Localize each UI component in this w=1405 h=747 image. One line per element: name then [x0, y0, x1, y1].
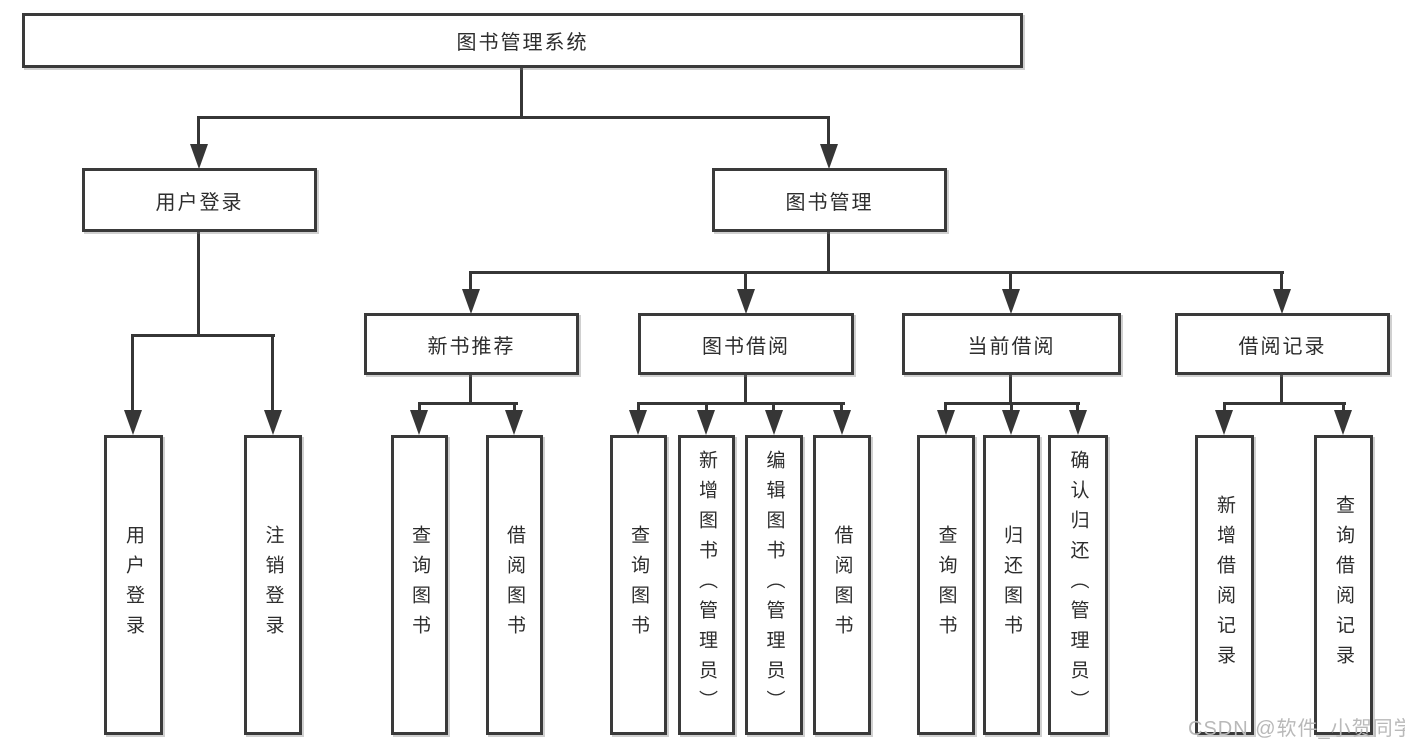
arrow-down-icon	[1215, 410, 1233, 435]
connector-drop	[944, 402, 947, 414]
leaf-label: 注销登录	[262, 525, 284, 645]
leaf-edit-book-admin: 编辑图书（管理员）	[745, 435, 803, 735]
leaf-label: 编辑图书（管理员）	[763, 450, 785, 720]
leaf-label: 归还图书	[1001, 525, 1022, 645]
arrow-down-icon	[765, 410, 783, 435]
connector-drop-user-login	[197, 116, 200, 146]
leaf-return-books: 归还图书	[983, 435, 1040, 735]
leaf-label: 查询借阅记录	[1333, 495, 1354, 675]
connector-drop	[513, 402, 516, 414]
arrow-down-icon	[124, 410, 142, 435]
connector-drop-book-borrowing	[744, 271, 747, 291]
connector-drop	[1010, 402, 1013, 414]
arrow-down-icon	[833, 410, 851, 435]
arrow-down-icon	[1273, 289, 1291, 314]
connector-drop	[772, 402, 775, 414]
leaf-label: 确认归还（管理员）	[1067, 450, 1089, 720]
connector-root-stem	[520, 68, 523, 119]
connector-borrow-records-stem	[1280, 375, 1283, 405]
leaf-label: 借阅图书	[504, 525, 525, 645]
connector-drop-book-management	[827, 116, 830, 146]
connector-drop-current-borrowing	[1009, 271, 1012, 291]
arrow-down-icon	[629, 410, 647, 435]
leaf-user-login: 用户登录	[104, 435, 163, 735]
connector-book-borrowing-bus	[637, 402, 845, 405]
leaf-confirm-return-admin: 确认归还（管理员）	[1048, 435, 1108, 735]
arrow-down-icon	[410, 410, 428, 435]
connector-book-borrowing-stem	[744, 375, 747, 405]
leaf-borrow-books: 借阅图书	[813, 435, 871, 735]
connector-root-bus	[198, 116, 830, 119]
connector-user-login-bus	[132, 334, 275, 337]
connector-drop	[1076, 402, 1079, 414]
connector-new-book-stem	[469, 375, 472, 405]
leaf-add-borrow-record: 新增借阅记录	[1195, 435, 1254, 735]
connector-drop	[418, 402, 421, 414]
connector-drop-leaf-user-login	[131, 334, 134, 414]
arrow-down-icon	[1002, 289, 1020, 314]
connector-book-management-stem	[827, 232, 830, 274]
connector-new-book-bus	[418, 402, 518, 405]
leaf-label: 查询图书	[628, 525, 649, 645]
arrow-down-icon	[190, 144, 208, 169]
leaf-label: 查询图书	[409, 525, 430, 645]
leaf-borrow-books-recommend: 借阅图书	[486, 435, 543, 735]
leaf-query-books-recommend: 查询图书	[391, 435, 448, 735]
connector-drop-leaf-logout	[271, 334, 274, 414]
connector-drop	[1223, 402, 1226, 414]
arrow-down-icon	[737, 289, 755, 314]
leaf-label: 用户登录	[123, 525, 144, 645]
connector-drop	[1342, 402, 1345, 414]
connector-user-login-stem	[197, 232, 200, 337]
connector-book-management-bus	[470, 271, 1284, 274]
arrow-down-icon	[505, 410, 523, 435]
arrow-down-icon	[820, 144, 838, 169]
leaf-logout: 注销登录	[244, 435, 302, 735]
arrow-down-icon	[1069, 410, 1087, 435]
watermark-csdn: CSDN @软件_小贺同学	[1188, 718, 1405, 740]
leaf-label: 查询图书	[935, 525, 957, 645]
arrow-down-icon	[462, 289, 480, 314]
node-user-login: 用户登录	[82, 168, 317, 232]
connector-drop-new-book	[469, 271, 472, 291]
connector-drop	[637, 402, 640, 414]
connector-borrow-records-bus	[1223, 402, 1346, 405]
node-book-management: 图书管理	[712, 168, 947, 232]
node-book-borrowing: 图书借阅	[638, 313, 854, 375]
node-borrow-records: 借阅记录	[1175, 313, 1390, 375]
node-library-management-system: 图书管理系统	[22, 13, 1023, 68]
leaf-query-books-borrowing: 查询图书	[610, 435, 667, 735]
leaf-query-books-current: 查询图书	[917, 435, 975, 735]
arrow-down-icon	[697, 410, 715, 435]
node-new-book-recommend: 新书推荐	[364, 313, 579, 375]
leaf-query-borrow-record: 查询借阅记录	[1314, 435, 1373, 735]
connector-drop	[705, 402, 708, 414]
arrow-down-icon	[1002, 410, 1020, 435]
node-current-borrowing: 当前借阅	[902, 313, 1121, 375]
leaf-add-book-admin: 新增图书（管理员）	[678, 435, 735, 735]
arrow-down-icon	[1334, 410, 1352, 435]
arrow-down-icon	[937, 410, 955, 435]
connector-drop-borrow-records	[1280, 271, 1283, 291]
leaf-label: 借阅图书	[831, 525, 853, 645]
leaf-label: 新增借阅记录	[1214, 495, 1235, 675]
connector-current-borrowing-stem	[1009, 375, 1012, 405]
connector-drop	[840, 402, 843, 414]
arrow-down-icon	[264, 410, 282, 435]
leaf-label: 新增图书（管理员）	[696, 450, 717, 720]
